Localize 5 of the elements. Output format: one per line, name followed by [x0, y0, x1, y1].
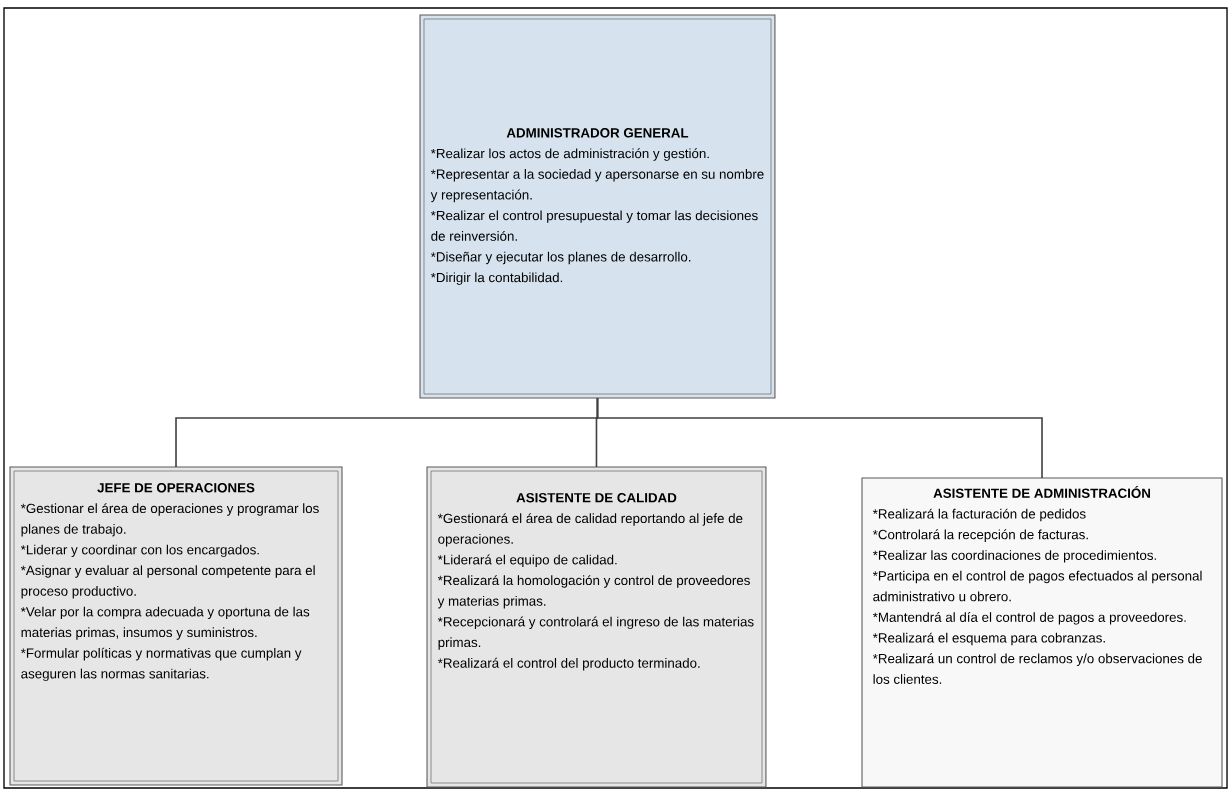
org-box: ASISTENTE DE CALIDAD *Gestionará el área de calidad reportando al jefe de operaciones. *Liderará el equipo de calidad. *Realizará la homologación y control de proveedores y materias primas. *Recepcionará y controlará el ingreso de las materias primas. *Realizará el control del producto terminado. — [426, 466, 767, 788]
org-box: ADMINISTRADOR GENERAL *Realizar los actos de administración y gestión. *Representar a la sociedad y apersonarse en su nombre y representación. *Realizar el control presupuestal y tomar las decisiones de reinversión. *Diseñar y ejecutar los planes de desarrollo. *Dirigir la contabilidad. — [419, 14, 776, 399]
org-box: ASISTENTE DE ADMINISTRACIÓN *Realizará la facturación de pedidos *Controlará la recepción de facturas. *Realizar las coordinaciones de procedimientos. *Participa en el control de pagos efectuados al personal administrativo u obrero. *Mantendrá al día el control de pagos a proveedores. *Realizará el esquema para cobranzas. *Realizará un control de reclamos y/o observaciones de los clientes. — [861, 477, 1223, 788]
connector-line — [596, 397, 1043, 479]
org-box: JEFE DE OPERACIONES *Gestionar el área de operaciones y programar los planes de trabajo. *Liderar y coordinar con los encargados. *Asignar y evaluar al personal competente para el proceso productivo. *Velar por la compra adecuada y oportuna de las materias primas, insumos y suministros. *Formular políticas y normativas que cumplan y aseguren las normas sanitarias. — [9, 466, 343, 786]
